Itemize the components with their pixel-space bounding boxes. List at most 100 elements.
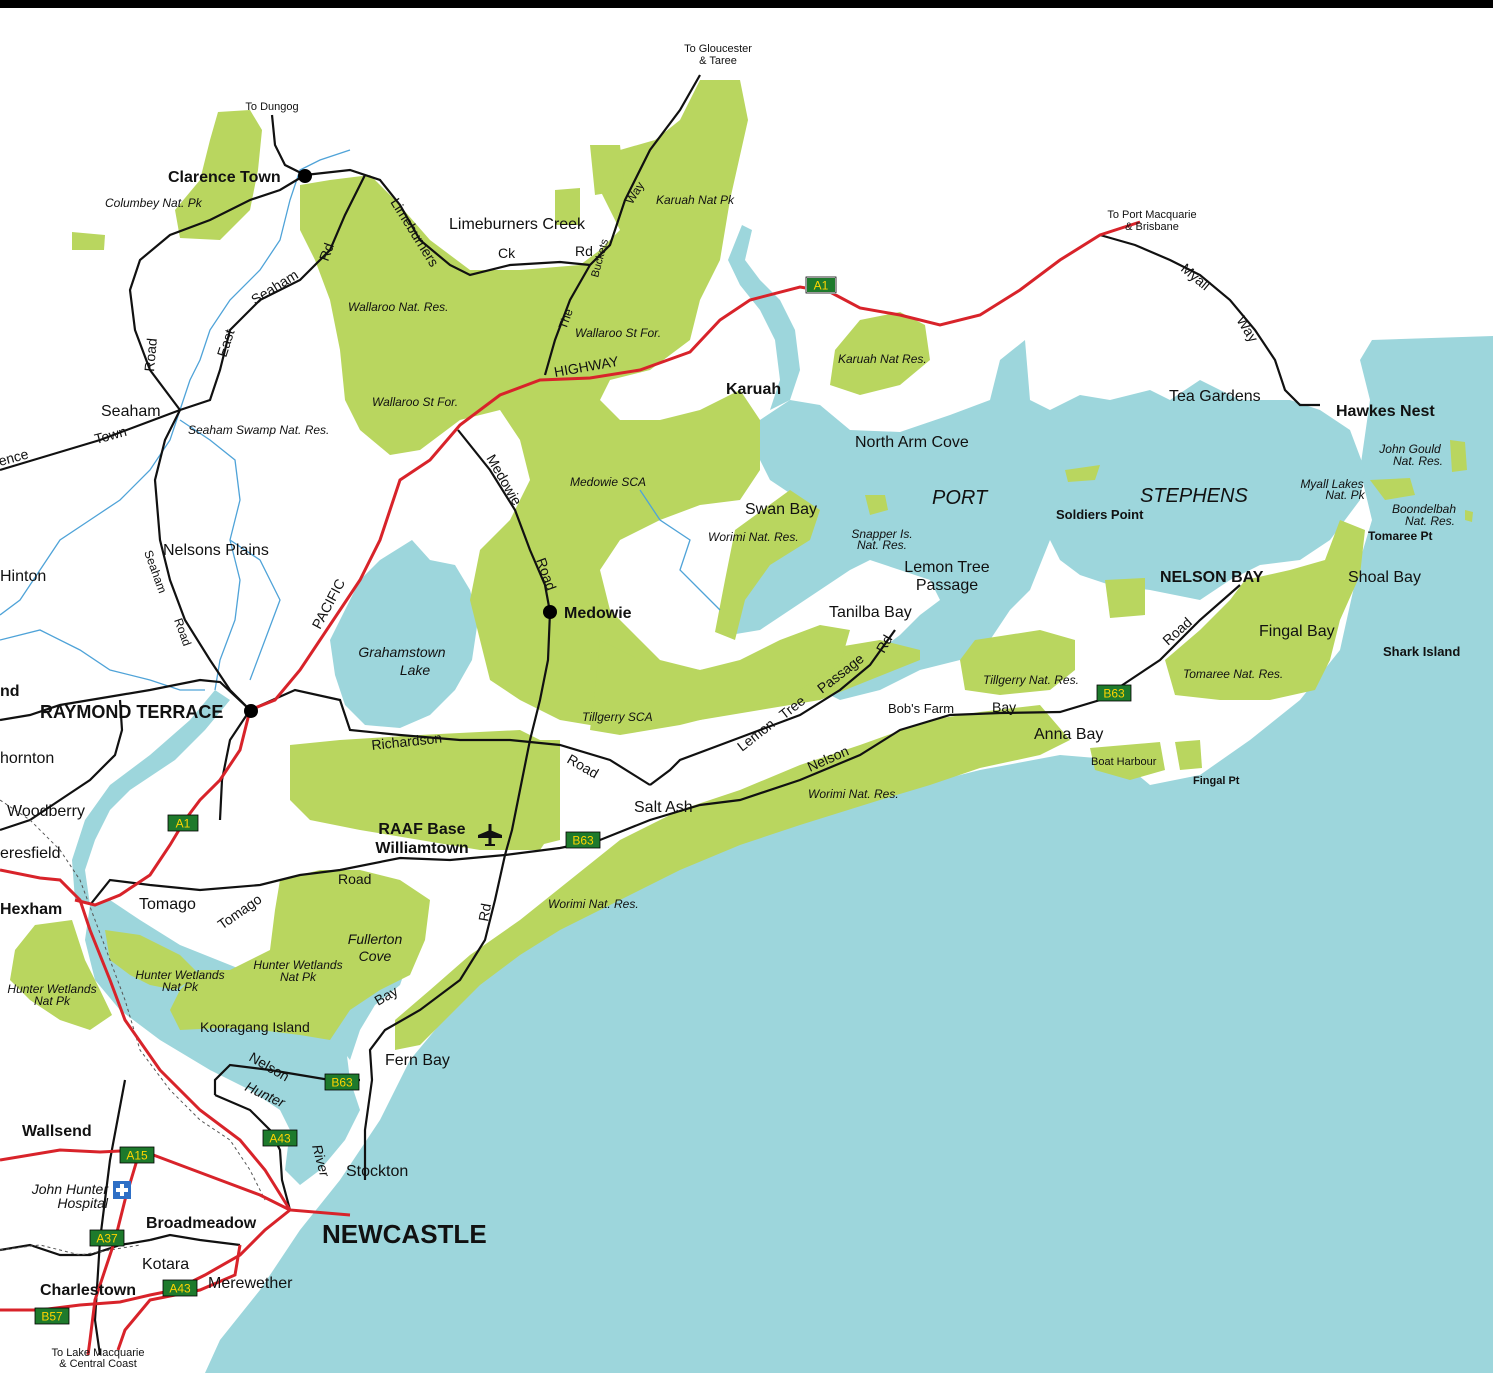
svg-text:A37: A37 xyxy=(96,1232,118,1246)
place-tomago: Tomago xyxy=(139,896,196,913)
town-dot-medowie xyxy=(543,605,557,619)
park-hunter-wet-3b: Nat Pk xyxy=(34,994,71,1008)
place-swan-bay: Swan Bay xyxy=(745,501,817,518)
dest-portmac-2: & Brisbane xyxy=(1125,221,1179,233)
place-labels: Clarence Town Limeburners Creek Seaham N… xyxy=(0,169,1460,1299)
ocean xyxy=(205,336,1493,1373)
water-stephens: STEPHENS xyxy=(1140,485,1248,507)
place-north-arm-cove: North Arm Cove xyxy=(855,434,969,451)
place-tea-gardens: Tea Gardens xyxy=(1169,388,1261,405)
road-rd-ltp: Rd xyxy=(873,632,896,656)
park-hunter-wet-1b: Nat Pk xyxy=(280,970,317,984)
park-hunter-wet-2a: Hunter Wetlands xyxy=(135,968,224,982)
park-labels: Columbey Nat. Pk Wallaroo Nat. Res. Wall… xyxy=(7,193,1456,1008)
svg-text:A43: A43 xyxy=(169,1282,191,1296)
place-clarence-town: Clarence Town xyxy=(168,169,281,186)
park-worimi-3: Worimi Nat. Res. xyxy=(548,897,639,911)
place-shoal-bay: Shoal Bay xyxy=(1348,569,1421,586)
place-anna-bay: Anna Bay xyxy=(1034,726,1103,743)
grahamstown-lake xyxy=(330,540,478,728)
place-stockton: Stockton xyxy=(346,1163,408,1180)
park-hunter-wet-2b: Nat Pk xyxy=(162,980,199,994)
road-medowie: Medowie xyxy=(483,452,525,509)
hospital-cross-icon xyxy=(113,1181,131,1199)
place-fingal-bay: Fingal Bay xyxy=(1259,623,1335,640)
park-wallaroo-res: Wallaroo Nat. Res. xyxy=(348,300,448,314)
place-kotara: Kotara xyxy=(142,1256,189,1273)
place-seaham: Seaham xyxy=(101,403,161,420)
badge-a37: A37 xyxy=(89,1229,125,1247)
park-hunter-wet-3a: Hunter Wetlands xyxy=(7,982,96,996)
road-lemon: Lemon xyxy=(734,715,778,754)
road-tomago: Tomago xyxy=(215,891,265,933)
badge-a1-south: A1 xyxy=(167,814,199,832)
dest-dungog: To Dungog xyxy=(245,101,298,113)
park-snapper-1: Snapper Is. xyxy=(851,527,912,541)
place-newcastle: NEWCASTLE xyxy=(322,1219,487,1249)
badge-a43-s: A43 xyxy=(262,1129,298,1147)
park-tillgerry-nr: Tillgerry Nat. Res. xyxy=(983,673,1079,687)
route-badges: A1 A1 B63 B63 B63 A43 A15 A37 A43 B57 xyxy=(34,276,1132,1325)
badge-a1-north: A1 xyxy=(805,276,837,294)
karuah-river xyxy=(728,225,800,410)
road-seaham: Seaham xyxy=(248,266,301,307)
park-tillgerry-sca: Tillgerry SCA xyxy=(582,710,653,724)
place-boat-harbour: Boat Harbour xyxy=(1091,756,1157,768)
place-raaf-2: Williamtown xyxy=(375,840,468,857)
park-wallaroo-sf2: Wallaroo St For. xyxy=(372,395,458,409)
road-rd-1: Rd xyxy=(575,243,593,259)
park-boondelbah-2: Nat. Res. xyxy=(1405,514,1455,528)
badge-b57: B57 xyxy=(34,1307,70,1325)
place-merewether: Merewether xyxy=(208,1275,293,1292)
road-rd-wil: Rd xyxy=(475,902,494,922)
svg-text:A43: A43 xyxy=(269,1132,291,1146)
place-nelsons-plains: Nelsons Plains xyxy=(163,542,269,559)
svg-text:B57: B57 xyxy=(41,1310,63,1324)
place-fingal-pt: Fingal Pt xyxy=(1193,775,1240,787)
park-seaham-swamp: Seaham Swamp Nat. Res. xyxy=(188,423,329,437)
road-myall: Myall xyxy=(1178,260,1213,293)
park-karuah-np: Karuah Nat Pk xyxy=(656,193,735,207)
place-charlestown: Charlestown xyxy=(40,1282,136,1299)
dest-gloucester-2: & Taree xyxy=(699,55,737,67)
roads-layer xyxy=(0,74,1320,1356)
road-east: East xyxy=(214,327,238,359)
svg-text:A15: A15 xyxy=(126,1149,148,1163)
dest-gloucester-1: To Gloucester xyxy=(684,43,752,55)
road-town: Town xyxy=(93,423,129,447)
place-raymond-terrace: RAYMOND TERRACE xyxy=(40,702,223,722)
water-fullerton-1: Fullerton xyxy=(348,931,403,947)
park-john-gould-2: Nat. Res. xyxy=(1393,454,1443,468)
park-karuah-nr: Karuah Nat Res. xyxy=(838,352,927,366)
road-way-2: Way xyxy=(1233,313,1261,345)
badge-a43-m: A43 xyxy=(162,1279,198,1297)
place-broadmeadow: Broadmeadow xyxy=(146,1215,257,1232)
place-hexham: Hexham xyxy=(0,901,62,918)
rivers-layer xyxy=(0,149,721,691)
place-hawkes-nest: Hawkes Nest xyxy=(1336,403,1435,420)
place-shark-island: Shark Island xyxy=(1383,644,1460,659)
badge-b63-kg: B63 xyxy=(324,1073,360,1091)
place-john-hunter-1: John Hunter xyxy=(31,1181,110,1197)
svg-text:A1: A1 xyxy=(176,817,191,831)
place-tanilba-bay: Tanilba Bay xyxy=(829,604,912,621)
badge-b63-wil: B63 xyxy=(565,831,601,849)
dest-lake-2: & Central Coast xyxy=(59,1358,137,1370)
place-kooragang: Kooragang Island xyxy=(200,1019,310,1035)
park-myall-1: Myall Lakes xyxy=(1300,477,1363,491)
place-karuah: Karuah xyxy=(726,381,781,398)
road-road-tom: Road xyxy=(338,871,371,887)
place-nelson-bay: NELSON BAY xyxy=(1160,569,1264,586)
place-land-left: nd xyxy=(0,683,20,700)
place-john-hunter-2: Hospital xyxy=(57,1195,108,1211)
highways-layer xyxy=(0,220,1141,1356)
place-woodberry: Woodberry xyxy=(7,803,85,820)
place-bobs-farm: Bob's Farm xyxy=(888,701,954,716)
road-rd-2: Rd xyxy=(316,241,337,263)
park-hunter-wet-1a: Hunter Wetlands xyxy=(253,958,342,972)
place-tomaree-pt: Tomaree Pt xyxy=(1368,529,1432,543)
road-road-v: Road xyxy=(141,338,160,373)
port-stephens-water xyxy=(730,340,1365,700)
place-soldiers-point: Soldiers Point xyxy=(1056,507,1144,522)
